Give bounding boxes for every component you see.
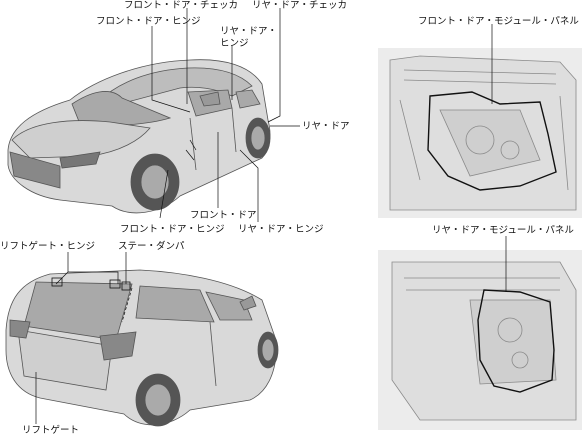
label-rear-door-module-panel: リヤ・ドア・モジュール・パネル bbox=[432, 225, 574, 236]
label-rear-door-hinge-top-line2: ヒンジ bbox=[220, 38, 249, 49]
label-front-door-hinge-bottom: フロント・ドア・ヒンジ bbox=[120, 224, 225, 235]
label-liftgate-hinge: リフトゲート・ヒンジ bbox=[0, 241, 96, 252]
label-stay-damper: ステー・ダンパ bbox=[118, 241, 185, 252]
bottom-car-hinge-boxes bbox=[51, 277, 131, 291]
label-front-door-module-panel: フロント・ドア・モジュール・パネル bbox=[418, 16, 579, 27]
label-rear-door: リヤ・ドア bbox=[302, 121, 350, 132]
label-front-door-hinge-top: フロント・ドア・ヒンジ bbox=[96, 16, 201, 27]
top-car-illustration bbox=[7, 59, 271, 214]
label-liftgate: リフトゲート bbox=[22, 425, 80, 436]
top-car-leader-lines bbox=[151, 8, 300, 222]
label-front-door-checker: フロント・ドア・チェッカ bbox=[124, 0, 239, 11]
bottom-car-illustration bbox=[5, 269, 279, 427]
front-door-panel-illustration bbox=[378, 24, 582, 218]
bottom-car-leader-lines bbox=[35, 252, 133, 424]
rear-door-panel-illustration bbox=[378, 236, 582, 430]
label-front-door: フロント・ドア bbox=[190, 210, 257, 221]
label-rear-door-hinge-bottom: リヤ・ドア・ヒンジ bbox=[238, 224, 324, 235]
label-rear-door-checker: リヤ・ドア・チェッカ bbox=[252, 0, 348, 11]
label-rear-door-hinge-top-line1: リヤ・ドア・ bbox=[220, 26, 278, 37]
